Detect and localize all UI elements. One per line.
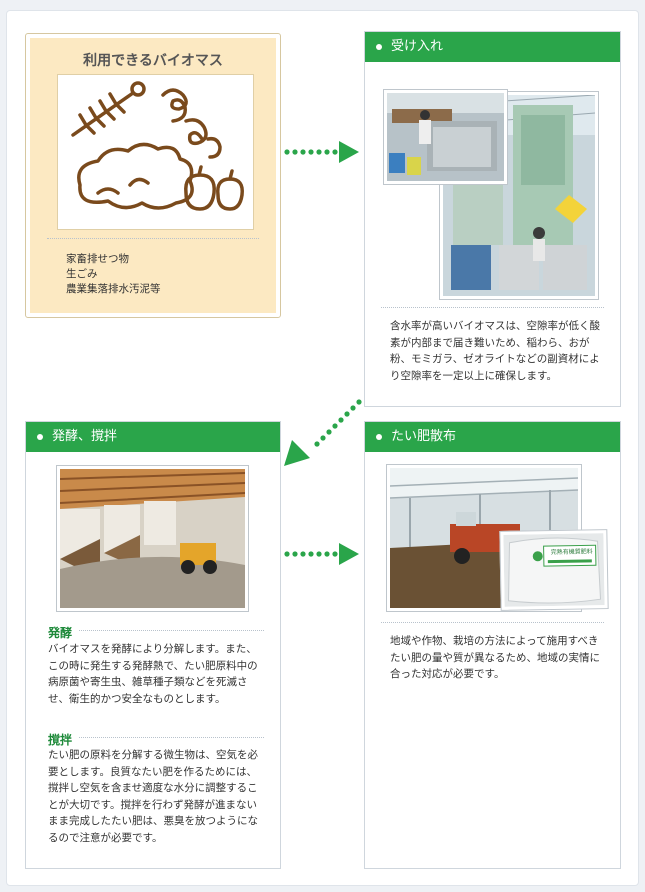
receiving-panel: 受け入れ 含水 <box>364 31 621 407</box>
fertilizer-bag-label: 完熟有機質肥料 <box>550 548 593 557</box>
fermentation-photo <box>56 465 249 612</box>
biomass-card-inner: 利用できるバイオマス <box>30 38 276 313</box>
fermentation-header: 発酵、撹拌 <box>26 422 280 452</box>
biomass-sketch-icon <box>71 81 244 211</box>
arrow-right-icon <box>284 141 359 163</box>
biomass-list: 家畜排せつ物 生ごみ 農業集落排水汚泥等 <box>66 252 161 297</box>
arrow-right-icon <box>284 543 359 565</box>
ferment-subheading-rule <box>48 630 264 631</box>
stir-subheading-rule <box>48 737 264 738</box>
receiving-header: 受け入れ <box>365 32 620 62</box>
fermentation-panel: 発酵、撹拌 発酵 バイオマスを発酵により分解します。また、この時に発生する発酵熱… <box>25 421 281 869</box>
stir-subheading: 撹拌 <box>48 729 264 747</box>
spreading-divider <box>381 622 604 623</box>
ferment-subheading: 発酵 <box>48 622 264 640</box>
receiving-text: 含水率が高いバイオマスは、空隙率が低く酸素が内部まで届き難いため、稲わら、おが粉… <box>390 320 600 382</box>
biomass-title: 利用できるバイオマス <box>83 53 223 69</box>
receiving-photo-bins <box>383 89 508 185</box>
fermentation-title: 発酵、撹拌 <box>52 429 118 444</box>
spreading-header: たい肥散布 <box>365 422 620 452</box>
spreading-panel: たい肥散布 完熟有機質肥料 地域や作物、栽培の方法によって施用すべきたい肥の量や… <box>364 421 621 869</box>
arrow-down-left-icon <box>284 399 362 466</box>
bullet-icon <box>37 434 43 440</box>
bullet-icon <box>376 44 382 50</box>
list-item: 生ごみ <box>66 268 98 280</box>
stir-subtitle: 撹拌 <box>48 733 79 747</box>
list-item: 農業集落排水汚泥等 <box>66 283 161 295</box>
fertilizer-bag-photo: 完熟有機質肥料 <box>499 529 609 611</box>
list-item: 家畜排せつ物 <box>66 253 129 265</box>
ferment-text: バイオマスを発酵により分解します。また、この時に発生する発酵熱で、たい肥原料中の… <box>48 643 258 705</box>
bullet-icon <box>376 434 382 440</box>
stir-text: たい肥の原料を分解する微生物は、空気を必要とします。良質なたい肥を作るためには、… <box>48 749 258 844</box>
bins-photo-icon <box>387 93 504 181</box>
ferment-subtitle: 発酵 <box>48 626 79 640</box>
biomass-divider <box>47 238 259 239</box>
fertilizer-bag-icon <box>503 533 605 607</box>
spreading-text: 地域や作物、栽培の方法によって施用すべきたい肥の量や質が異なるため、地域の実情に… <box>390 635 600 680</box>
spreading-title: たい肥散布 <box>391 429 457 444</box>
biomass-card: 利用できるバイオマス <box>25 33 281 318</box>
biomass-illustration <box>57 74 254 230</box>
fermentation-facility-icon <box>59 469 246 608</box>
receiving-title: 受け入れ <box>391 39 444 54</box>
receiving-divider <box>381 307 604 308</box>
